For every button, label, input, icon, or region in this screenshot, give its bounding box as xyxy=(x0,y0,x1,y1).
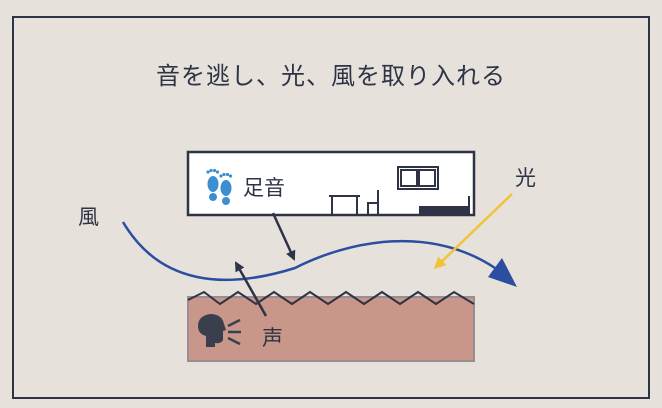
footsteps-sound-arrow xyxy=(271,212,296,261)
wind-arrow xyxy=(121,221,496,282)
lower-floor-room xyxy=(187,296,475,362)
bed-icon xyxy=(419,196,470,214)
light-arrow xyxy=(433,193,513,270)
table-icon xyxy=(329,195,360,214)
voice-sound-arrow xyxy=(234,261,268,317)
diagram-title: 音を逃し、光、風を取り入れる xyxy=(156,62,506,90)
diagram-frame xyxy=(12,16,650,399)
footprints-icon xyxy=(206,168,233,205)
window-icon xyxy=(397,166,439,190)
light-label: 光 xyxy=(515,166,536,190)
wind-arrowhead xyxy=(488,258,517,287)
floor-zigzag xyxy=(187,290,475,306)
voice-label: 声 xyxy=(262,326,283,350)
footsteps-label: 足音 xyxy=(243,176,285,200)
chair-icon xyxy=(367,190,379,214)
speaking-head-icon xyxy=(198,314,241,347)
wind-label: 風 xyxy=(78,205,99,229)
